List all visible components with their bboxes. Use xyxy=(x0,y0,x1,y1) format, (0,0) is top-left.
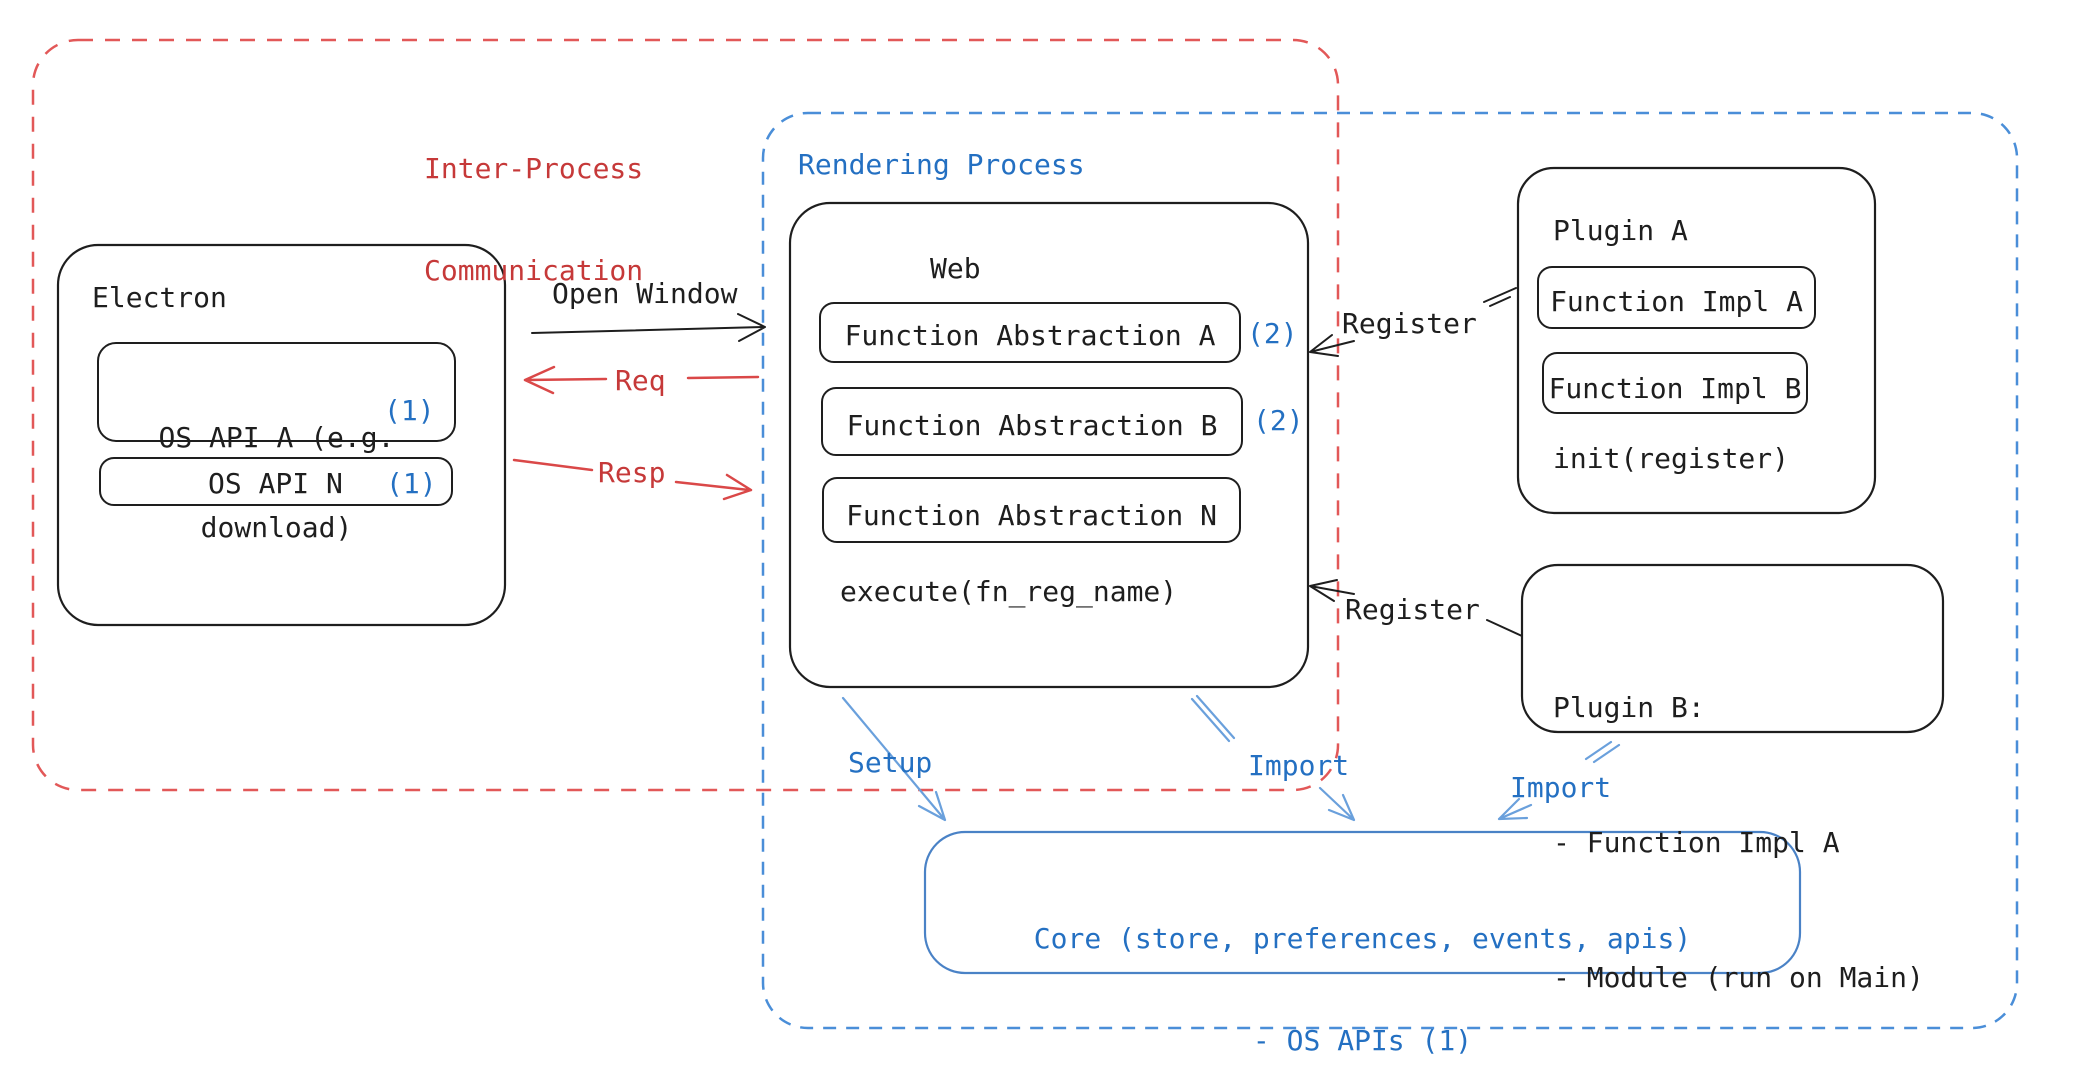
import-web-label: Import xyxy=(1248,749,1350,782)
ipc-boundary xyxy=(31,38,1340,792)
plugin-b-label: Plugin B: - Function Impl A - Module (ru… xyxy=(1553,595,1924,1066)
function-impl-a-box xyxy=(1537,266,1816,329)
web-title: Web xyxy=(930,252,981,285)
function-abstraction-a-label: Function Abstraction A xyxy=(844,319,1216,352)
function-abstraction-a-ref-badge: (2) xyxy=(1247,317,1298,350)
electron-title: Electron xyxy=(92,281,227,314)
setup-arrow xyxy=(841,696,947,822)
open-window-arrow xyxy=(531,313,766,342)
core-line1: Core (store, preferences, events, apis) xyxy=(1033,922,1692,955)
os-api-a-ref-badge: (1) xyxy=(384,394,435,427)
rendering-process-boundary xyxy=(761,111,2019,1030)
function-impl-a-label: Function Impl A xyxy=(1550,285,1803,318)
register-plugin-b-label: Register xyxy=(1345,593,1480,626)
function-abstraction-b-box xyxy=(821,387,1243,456)
plugin-a-title: Plugin A xyxy=(1553,214,1688,247)
ipc-label: Inter-Process Communication xyxy=(424,84,643,356)
import-web-arrow xyxy=(1190,694,1356,822)
function-impl-b-label: Function Impl B xyxy=(1548,372,1802,405)
os-api-a-line2: download) xyxy=(200,511,353,544)
os-api-a-label: OS API A (e.g. download) xyxy=(98,363,455,603)
function-abstraction-b-ref-badge: (2) xyxy=(1253,404,1304,437)
import-plugin-b-arrow xyxy=(1497,740,1621,821)
os-api-n-box xyxy=(99,457,453,506)
os-api-a-line1: OS API A (e.g. xyxy=(158,421,395,454)
core-box xyxy=(923,830,1802,975)
open-window-label: Open Window xyxy=(552,277,738,310)
ipc-label-line2: Communication xyxy=(424,254,644,287)
os-api-a-box xyxy=(97,342,456,442)
os-api-n-ref-badge: (1) xyxy=(386,467,437,500)
init-register-label: init(register) xyxy=(1553,442,1790,475)
register-plugin-a-arrow xyxy=(1309,287,1517,357)
import-plugin-b-label: Import xyxy=(1510,771,1612,804)
function-abstraction-n-label: Function Abstraction N xyxy=(846,499,1217,532)
function-abstraction-a-box xyxy=(819,302,1241,363)
plugin-b-item2: - Module (run on Main) xyxy=(1553,961,1924,994)
function-impl-b-box xyxy=(1542,352,1808,414)
resp-arrow xyxy=(512,458,753,501)
execute-call-label: execute(fn_reg_name) xyxy=(840,575,1178,608)
plugin-b-title: Plugin B: xyxy=(1553,691,1705,724)
rendering-process-label: Rendering Process xyxy=(798,148,1085,181)
req-label: Req xyxy=(615,364,666,397)
core-label: Core (store, preferences, events, apis) … xyxy=(925,854,1800,1066)
function-abstraction-n-box xyxy=(822,477,1241,543)
register-plugin-b-arrow xyxy=(1309,579,1523,637)
resp-label: Resp xyxy=(598,456,666,489)
function-abstraction-b-label: Function Abstraction B xyxy=(846,409,1218,442)
ipc-label-line1: Inter-Process xyxy=(424,152,644,185)
req-arrow xyxy=(523,365,760,395)
plugin-b-item1: - Function Impl A xyxy=(1553,826,1840,859)
setup-label: Setup xyxy=(848,746,933,779)
plugin-a-box xyxy=(1516,166,1877,515)
core-line2: - OS APIs (1) xyxy=(1252,1024,1473,1057)
plugin-b-box xyxy=(1520,563,1945,734)
register-plugin-a-label: Register xyxy=(1342,307,1477,340)
os-api-n-label: OS API N xyxy=(208,467,343,500)
